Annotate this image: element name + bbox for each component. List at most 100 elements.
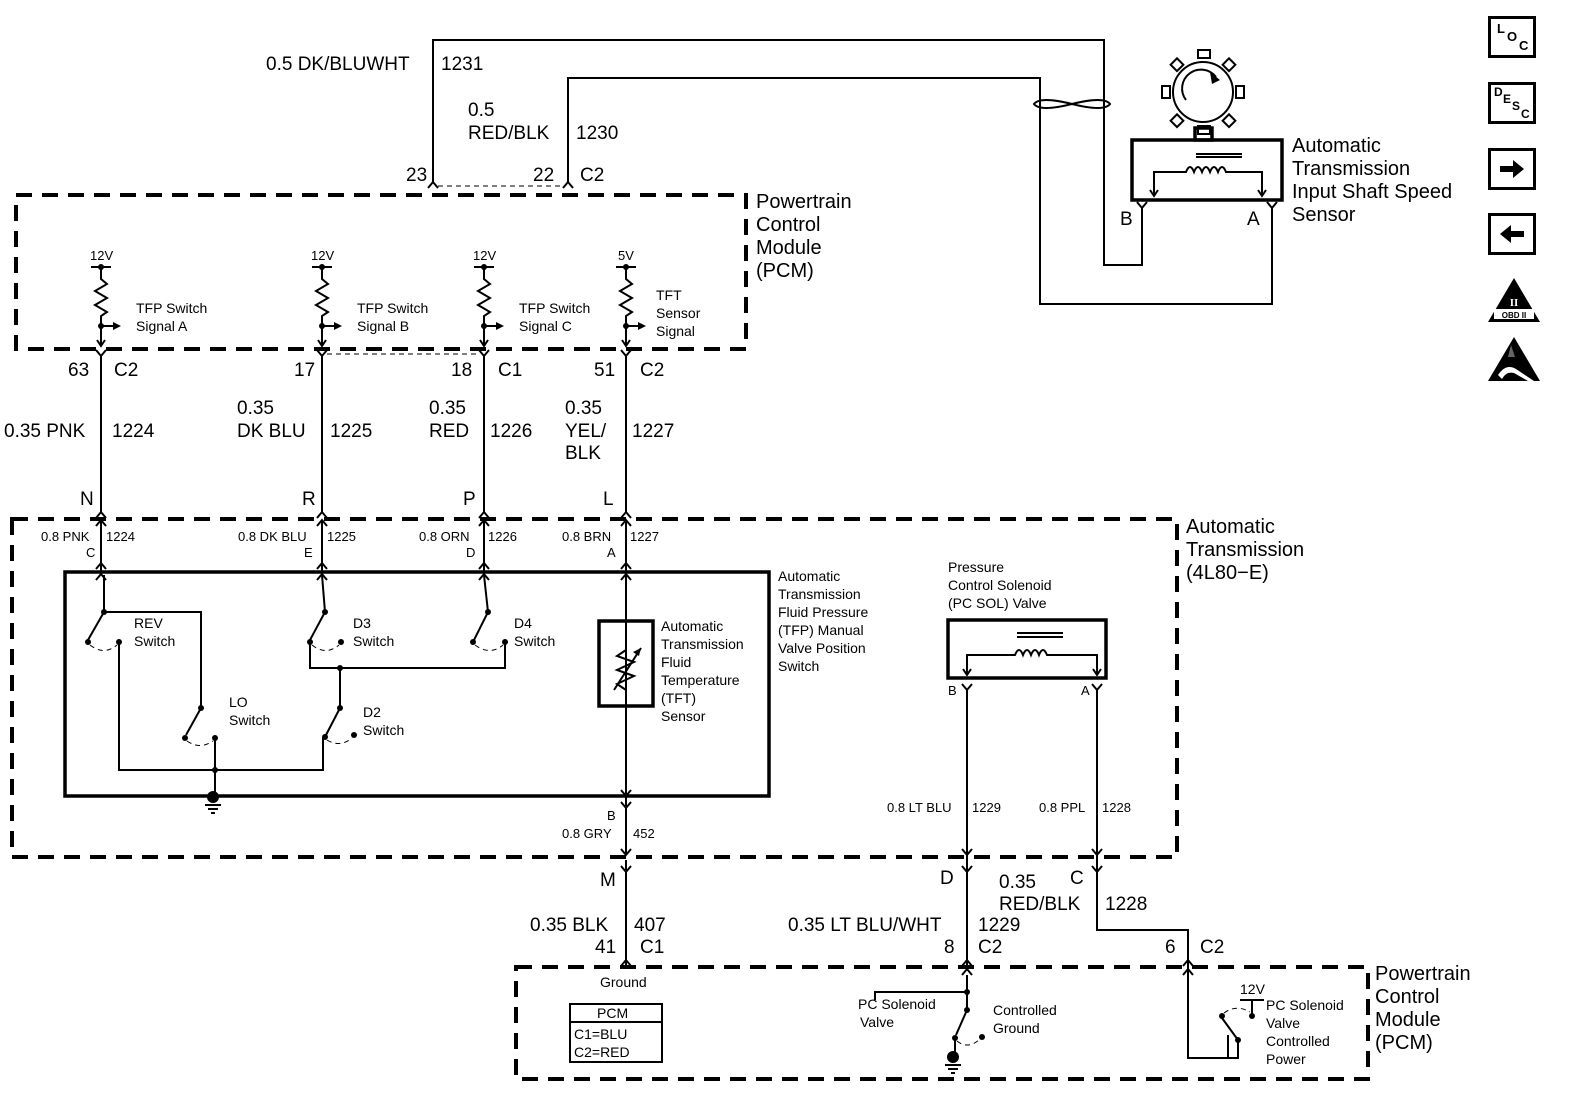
svg-text:1228: 1228 [1105, 894, 1147, 915]
svg-text:0.8 DK BLU: 0.8 DK BLU [238, 529, 307, 544]
esd-warning-icon [1488, 337, 1540, 381]
svg-text:Ground: Ground [993, 1020, 1040, 1036]
wire-1225: 17 0.35 DK BLU 1225 R [237, 356, 372, 512]
svg-text:63: 63 [68, 360, 89, 381]
pc-solenoid: Pressure Control Solenoid (PC SOL) Valve… [946, 559, 1108, 698]
tfp-switch-label: Automatic Transmission Fluid Pressure (T… [778, 568, 868, 674]
wire-1231: 0.5 DK/BLUWHT 1231 23 [266, 39, 1143, 266]
svg-text:407: 407 [634, 915, 666, 936]
svg-text:0.35 BLK: 0.35 BLK [530, 915, 608, 936]
svg-text:Sensor: Sensor [656, 305, 701, 321]
svg-text:D2: D2 [363, 704, 381, 720]
svg-text:M: M [600, 870, 616, 891]
wire-1230: 0.5 RED/BLK 1230 22 C2 [468, 77, 1273, 305]
wire-1226: 18 C1 0.35 RED 1226 P [429, 356, 532, 512]
svg-text:Pressure: Pressure [948, 559, 1004, 575]
svg-text:Signal: Signal [656, 323, 695, 339]
svg-text:B: B [607, 808, 616, 823]
svg-text:Controlled: Controlled [1266, 1033, 1330, 1049]
wire-452: B 0.8 GRY 452 [562, 789, 655, 857]
svg-text:N: N [80, 489, 94, 510]
svg-text:Fluid: Fluid [661, 654, 691, 670]
svg-text:(PC SOL) Valve: (PC SOL) Valve [948, 595, 1047, 611]
svg-text:C: C [1519, 38, 1529, 53]
svg-text:1227: 1227 [632, 421, 674, 442]
svg-text:RED: RED [429, 421, 469, 442]
svg-text:TFT: TFT [656, 287, 682, 303]
obd-ii-icon[interactable]: OBD II II [1484, 276, 1544, 326]
svg-text:Sensor: Sensor [1292, 204, 1356, 226]
svg-text:II: II [1510, 297, 1519, 309]
svg-text:0.8 PNK: 0.8 PNK [41, 529, 90, 544]
svg-text:L: L [1497, 21, 1505, 36]
svg-text:41: 41 [595, 937, 616, 958]
svg-text:Switch: Switch [778, 658, 819, 674]
loc-icon: L O C [1497, 21, 1529, 53]
arrow-right-icon [1500, 160, 1524, 178]
svg-text:S: S [1512, 99, 1520, 113]
transmission-label: Automatic Transmission (4L80−E) [1186, 516, 1304, 584]
svg-text:1224: 1224 [112, 421, 155, 442]
svg-text:A: A [607, 545, 616, 560]
svg-text:Switch: Switch [353, 633, 394, 649]
pc-sol-controlled-ground: PC Solenoid Valve Controlled Ground [858, 967, 1057, 1074]
svg-text:PC Solenoid: PC Solenoid [1266, 997, 1344, 1013]
svg-text:Sensor: Sensor [661, 708, 706, 724]
ground-icon-2 [945, 1064, 961, 1074]
svg-text:23: 23 [406, 165, 427, 186]
svg-text:Switch: Switch [514, 633, 555, 649]
svg-text:0.8 PPL: 0.8 PPL [1039, 800, 1085, 815]
switch-network: REV Switch LO Switch D3 Switch D4 Switch… [85, 574, 555, 814]
svg-text:Module: Module [1375, 1009, 1441, 1031]
svg-text:17: 17 [294, 360, 315, 381]
svg-text:1225: 1225 [330, 421, 372, 442]
svg-text:51: 51 [594, 360, 615, 381]
desc-button[interactable]: D E S C [1488, 82, 1536, 124]
svg-text:YEL/: YEL/ [565, 421, 607, 442]
connector-c2-top [427, 180, 574, 189]
transmission-box [10, 517, 1179, 859]
svg-text:R: R [302, 489, 316, 510]
svg-text:TFP Switch: TFP Switch [136, 300, 207, 316]
svg-text:Automatic: Automatic [778, 568, 840, 584]
svg-text:0.8 LT BLU: 0.8 LT BLU [887, 800, 952, 815]
svg-text:(TFP) Manual: (TFP) Manual [778, 622, 864, 638]
twisted-pair-icon [1032, 99, 1112, 109]
svg-text:Signal A: Signal A [136, 318, 188, 334]
input-shaft-speed-sensor: B A Automatic Transmission Input Shaft S… [1120, 49, 1452, 230]
tft-sensor: Automatic Transmission Fluid Temperature… [597, 618, 744, 724]
svg-text:0.35: 0.35 [999, 872, 1036, 893]
svg-text:Transmission: Transmission [1186, 539, 1304, 561]
svg-text:1224: 1224 [106, 529, 135, 544]
svg-text:O: O [1507, 29, 1517, 44]
svg-text:0.35 PNK: 0.35 PNK [4, 421, 86, 442]
svg-text:Transmission: Transmission [778, 586, 861, 602]
prev-button[interactable] [1488, 213, 1536, 255]
svg-text:6: 6 [1165, 937, 1176, 958]
svg-text:C1: C1 [498, 360, 522, 381]
svg-text:12V: 12V [1240, 981, 1266, 997]
svg-text:C2: C2 [1200, 937, 1224, 958]
svg-text:Valve Position: Valve Position [778, 640, 866, 656]
ground-label: Ground [600, 974, 647, 990]
next-button[interactable] [1488, 148, 1536, 190]
svg-text:0.8 ORN: 0.8 ORN [419, 529, 470, 544]
svg-text:0.35: 0.35 [565, 398, 602, 419]
svg-text:452: 452 [633, 826, 655, 841]
svg-text:8: 8 [944, 937, 955, 958]
svg-text:0.35 LT BLU/WHT: 0.35 LT BLU/WHT [788, 915, 942, 936]
svg-text:TFP Switch: TFP Switch [519, 300, 590, 316]
svg-text:D: D [466, 545, 475, 560]
svg-text:C2: C2 [580, 165, 604, 186]
loc-button[interactable]: L O C [1488, 16, 1536, 58]
svg-text:Control Solenoid: Control Solenoid [948, 577, 1052, 593]
pcm-bottom-label: Powertrain Control Module (PCM) [1375, 963, 1471, 1054]
svg-text:Signal C: Signal C [519, 318, 572, 334]
svg-text:22: 22 [533, 165, 554, 186]
svg-text:Valve: Valve [1266, 1015, 1300, 1031]
svg-text:OBD II: OBD II [1502, 311, 1526, 320]
svg-text:Powertrain: Powertrain [1375, 963, 1471, 985]
